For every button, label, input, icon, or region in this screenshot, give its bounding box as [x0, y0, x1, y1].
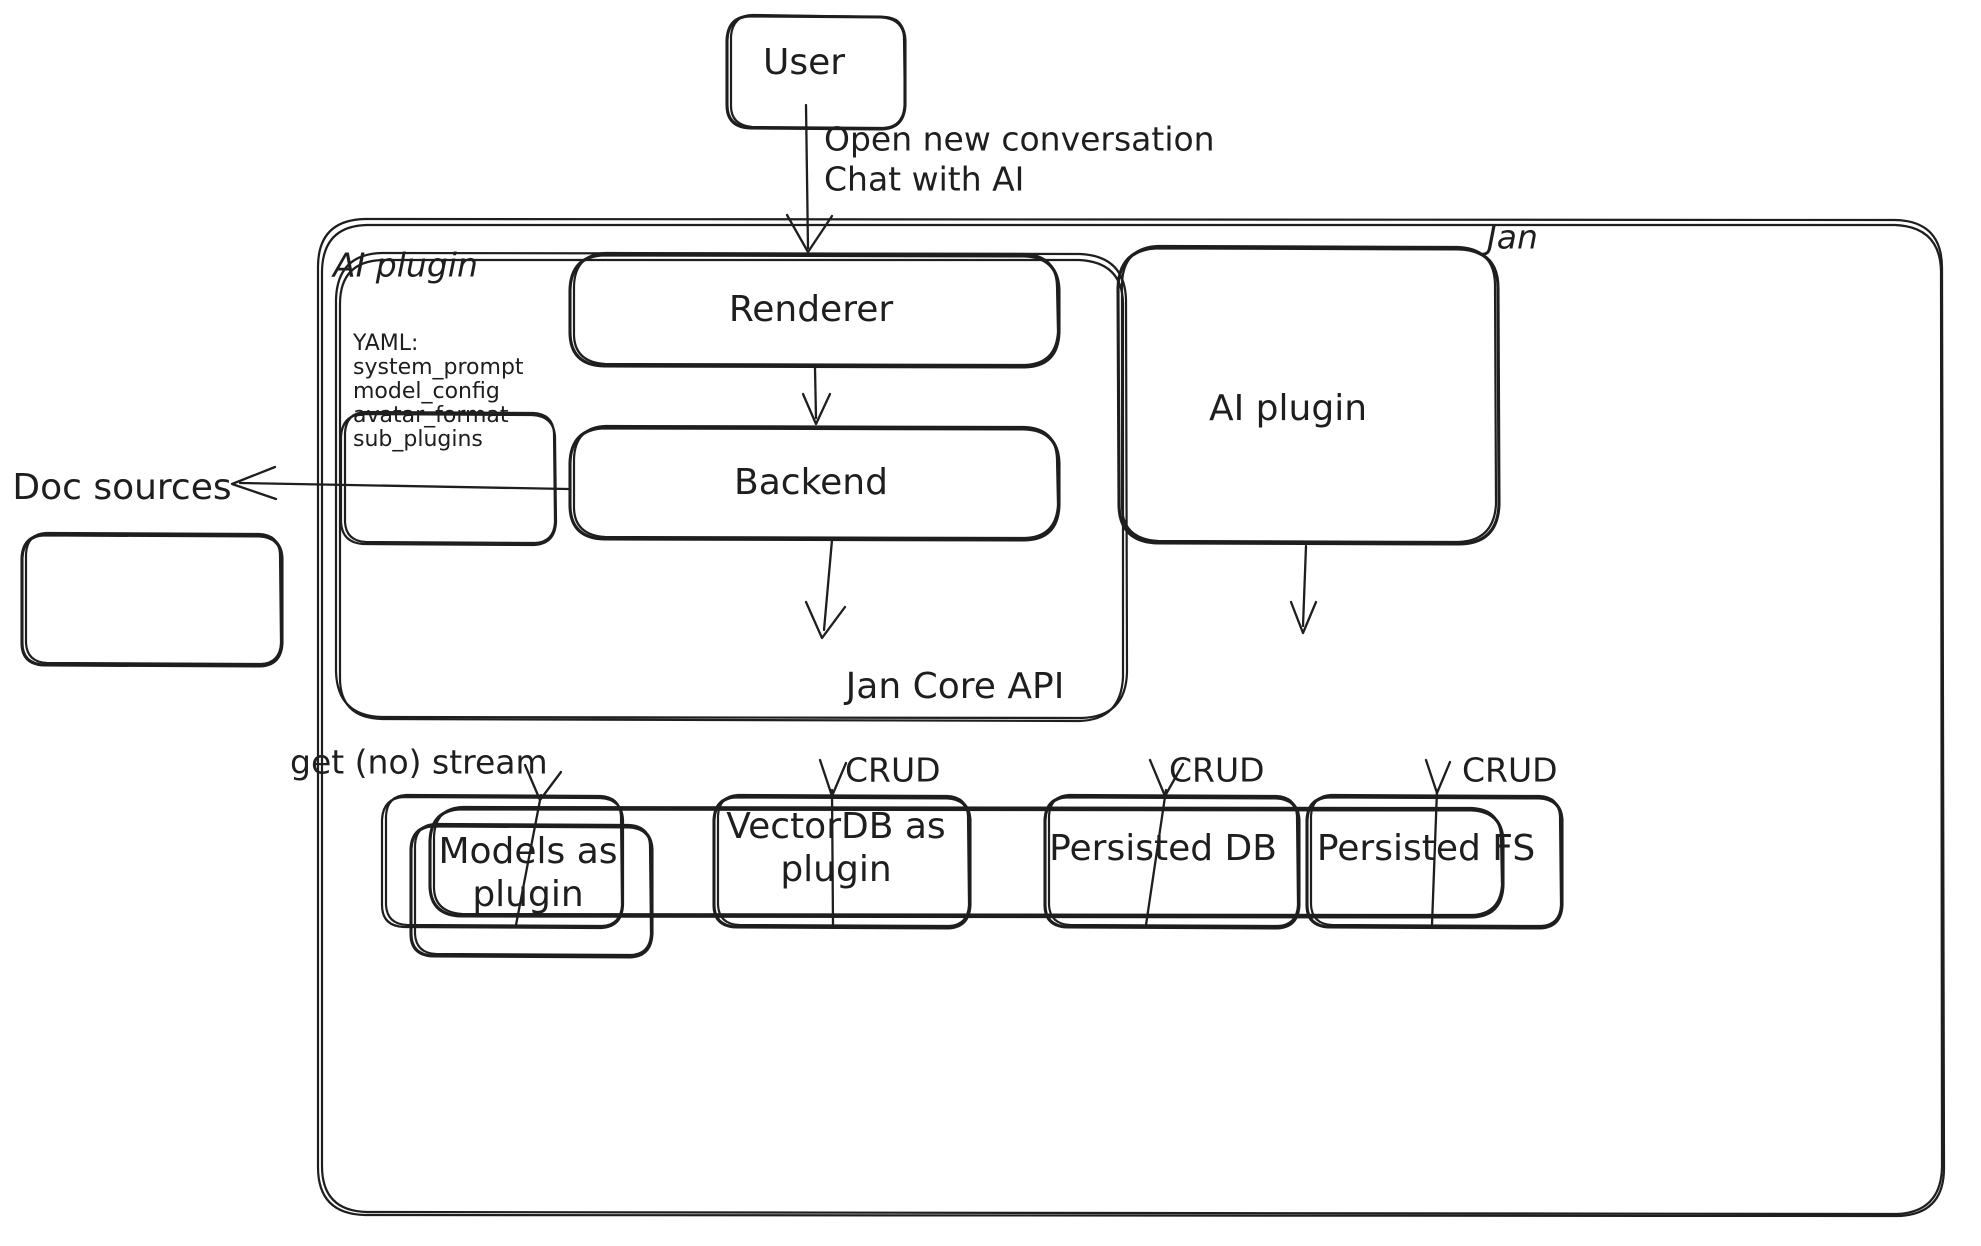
edge-renderer-to-backend: [801, 366, 832, 426]
edge-core-to-models-label: get (no) stream: [290, 743, 548, 782]
yaml-card-title: YAML:: [352, 331, 418, 356]
edge-backend-to-core: [804, 538, 847, 640]
node-user-label: User: [763, 42, 845, 83]
edge-core-to-persisted-db-label: CRUD: [1169, 751, 1265, 790]
edge-ai-plugin-to-core: [1289, 544, 1318, 635]
edge-core-to-persisted-fs-label: CRUD: [1462, 751, 1558, 790]
node-persisted-db[interactable]: [1043, 793, 1301, 930]
container-ai-plugin-group[interactable]: [334, 251, 1129, 723]
edge-core-to-models: [514, 763, 563, 927]
edge-user-to-renderer-label-line1: Open new conversation: [824, 120, 1215, 159]
node-persisted-fs-label: Persisted FS: [1317, 828, 1535, 869]
container-jan[interactable]: [316, 217, 1946, 1218]
node-models-as-plugin-label-line2: plugin: [472, 874, 583, 915]
node-ai-plugin[interactable]: [1116, 244, 1501, 546]
node-vectordb-as-plugin-label-line1: VectorDB as: [726, 806, 945, 847]
yaml-card-key-3: sub_plugins: [353, 427, 483, 452]
edge-user-to-renderer-label-line2: Chat with AI: [824, 160, 1024, 199]
node-renderer-label: Renderer: [729, 289, 894, 330]
node-jan-core-api-label: Jan Core API: [844, 666, 1065, 707]
edge-core-to-vectordb-label: CRUD: [845, 751, 941, 790]
node-models-as-plugin[interactable]: [380, 793, 654, 959]
yaml-card-key-1: model_config: [353, 379, 500, 404]
edge-core-to-vectordb: [818, 758, 848, 927]
edge-user-to-renderer: [785, 103, 834, 254]
node-doc-sources-label: Doc sources: [12, 467, 231, 508]
node-backend-label: Backend: [734, 462, 888, 503]
node-vectordb-as-plugin-label-line2: plugin: [780, 849, 891, 890]
node-renderer[interactable]: [568, 251, 1061, 369]
yaml-card[interactable]: [339, 410, 558, 547]
edge-core-to-persisted-db: [1144, 758, 1185, 927]
node-vectordb-as-plugin[interactable]: [712, 793, 972, 930]
node-doc-sources[interactable]: [20, 531, 284, 668]
node-ai-plugin-label: AI plugin: [1209, 388, 1367, 429]
container-ai-plugin-group-label: AI plugin: [331, 246, 478, 285]
yaml-card-key-2: avatar_format: [353, 403, 509, 428]
node-jan-core-api[interactable]: [428, 805, 1505, 919]
node-user[interactable]: [725, 13, 907, 131]
edge-core-to-persisted-fs: [1424, 758, 1452, 927]
node-persisted-fs[interactable]: [1305, 793, 1564, 930]
yaml-card-key-0: system_prompt: [353, 355, 524, 380]
edge-backend-to-doc-sources: [230, 465, 570, 501]
node-persisted-db-label: Persisted DB: [1049, 828, 1277, 869]
node-backend[interactable]: [568, 424, 1061, 542]
container-jan-label: Jan: [1481, 218, 1538, 257]
